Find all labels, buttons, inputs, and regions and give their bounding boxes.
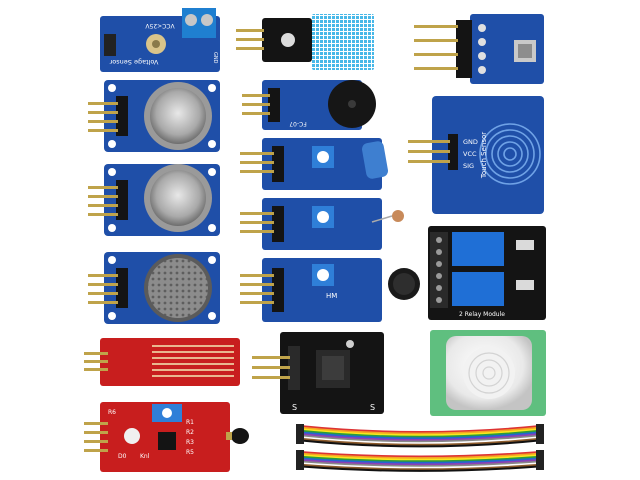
jumper-wire xyxy=(299,463,541,471)
wire-connector-housing xyxy=(296,424,304,444)
voltage-vcc-label: VCC<25V xyxy=(144,22,174,29)
flame-knl-label: Knl xyxy=(140,453,150,460)
buzzer-module: FC-07 xyxy=(242,80,376,130)
flame-r5-label: R5 xyxy=(186,449,194,456)
sound-hm-label: HM xyxy=(326,292,337,300)
jumper-wire xyxy=(299,433,541,441)
flame-d0-label: D0 xyxy=(118,453,127,460)
jumper-wire-bundle xyxy=(296,424,544,472)
jumper-wire xyxy=(299,428,541,437)
gas-sensor-module-3 xyxy=(88,252,220,324)
jumper-wire xyxy=(299,429,541,438)
jumper-wire xyxy=(299,436,541,445)
jumper-wire xyxy=(299,465,541,472)
wire-connector-housing xyxy=(296,450,304,470)
voltage-sensor-label: Voltage Sensor xyxy=(109,58,158,66)
flame-sensor-module: R6 D0 R1 R2 R3 R5 Knl xyxy=(84,402,249,472)
flame-r2-label: R2 xyxy=(186,429,194,436)
tilt-sensor-module xyxy=(240,138,389,190)
flame-r1-label: R1 xyxy=(186,419,194,426)
jumper-wire xyxy=(299,437,541,446)
jumper-wire xyxy=(299,457,541,464)
pir-sensor-module xyxy=(430,330,546,416)
gas-sensor-module-1 xyxy=(88,80,220,152)
jumper-wire xyxy=(299,455,541,463)
wire-connector-housing xyxy=(536,450,544,470)
jumper-wire xyxy=(299,431,541,440)
flame-r3-label: R3 xyxy=(186,439,194,446)
jumper-wire xyxy=(299,439,541,448)
jumper-wire xyxy=(299,434,541,443)
flame-r6-label: R6 xyxy=(108,409,116,416)
touch-gnd-label: GND xyxy=(463,138,478,146)
ir-s-label-left: S xyxy=(292,403,297,412)
ir-receiver-module: S S xyxy=(252,332,384,414)
jumper-wire xyxy=(299,462,541,469)
dht11-sensor-module xyxy=(236,14,374,70)
gas-sensor-module-2 xyxy=(88,164,220,236)
sound-sensor-module: HM xyxy=(240,258,420,322)
relay-board-label: 2 Relay Module xyxy=(459,311,505,318)
water-level-sensor xyxy=(84,338,240,386)
jumper-wire xyxy=(299,460,541,468)
jumper-wire xyxy=(299,425,541,433)
touch-sig-label: SIG xyxy=(463,162,474,170)
jumper-wire xyxy=(299,426,541,435)
touch-vcc-label: VCC xyxy=(463,150,477,158)
voltage-sensor-module: Voltage Sensor VCC<25V GND xyxy=(100,8,220,72)
touch-sensor-label: Touch Sensor xyxy=(480,132,488,179)
jumper-wire xyxy=(299,451,541,458)
light-sensor-module xyxy=(240,198,404,250)
touch-sensor-module: GND VCC SIG Touch Sensor xyxy=(408,96,544,214)
pressure-sensor-module xyxy=(414,14,544,84)
jumper-wire xyxy=(299,454,541,461)
wire-connector-housing xyxy=(536,424,544,444)
jumper-wire xyxy=(299,452,541,460)
buzzer-board-label: FC-07 xyxy=(289,120,307,127)
jumper-wire xyxy=(299,459,541,466)
ir-s-label-right: S xyxy=(370,403,375,412)
relay-module: 2 Relay Module xyxy=(428,226,546,320)
voltage-gnd-label: GND xyxy=(212,52,218,64)
